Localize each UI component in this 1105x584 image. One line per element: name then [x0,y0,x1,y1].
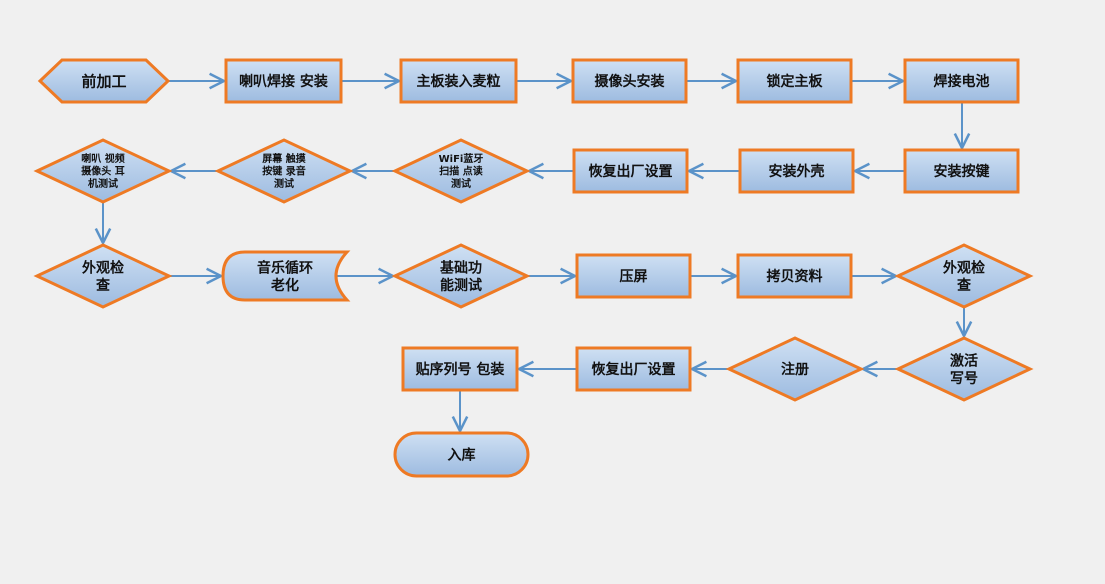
node-shape [736,58,853,104]
node-shape [736,253,853,299]
node-label: 喇叭焊接 安装 [239,73,329,90]
node-shape [399,58,518,104]
node-label: 压屏 [620,269,648,285]
node-shape [572,148,689,194]
node-shape [903,148,1020,194]
flow-node-dia: 激活写号 [894,336,1034,402]
node-label: 屏幕 触摸按键 录音测试 [261,152,305,190]
node-label: WiFi蓝牙扫描 点读测试 [439,152,484,190]
node-shape [391,243,531,309]
node-label: 拷贝资料 [767,268,823,285]
node-shape [37,58,171,104]
flow-node-rect: 焊接电池 [903,58,1020,104]
flow-node-dia: 屏幕 触摸按键 录音测试 [214,138,354,204]
flow-node-hex: 前加工 [37,58,171,104]
node-shape [33,243,173,309]
node-label: 音乐循环老化 [257,259,313,294]
node-label: 贴序列号 包装 [416,361,506,378]
flow-node-rect: 安装外壳 [738,148,855,194]
node-label: 恢复出厂设置 [592,361,676,378]
node-shape [903,58,1020,104]
node-label: 摄像头安装 [595,73,666,90]
flow-node-rect: 压屏 [575,253,692,299]
node-shape [894,243,1034,309]
node-label: 外观检查 [82,259,124,294]
node-shape [224,58,343,104]
flow-node-dia: 喇叭 视频摄像头 耳机测试 [33,138,173,204]
node-shape [575,346,692,392]
node-label: 注册 [781,361,809,378]
node-shape [391,138,531,204]
node-label: 基础功能测试 [440,259,482,294]
node-label: 主板装入麦粒 [417,73,501,90]
flow-node-rect: 主板装入麦粒 [399,58,518,104]
flow-node-dia: 基础功能测试 [391,243,531,309]
flow-node-dia: 注册 [725,336,865,402]
node-shape [214,138,354,204]
flow-node-pill: 入库 [393,431,530,478]
node-shape [738,148,855,194]
node-shape [221,250,351,302]
flow-node-rect: 摄像头安装 [571,58,688,104]
node-shape [894,336,1034,402]
flow-node-rect: 恢复出厂设置 [572,148,689,194]
node-shape [33,138,173,204]
flow-node-rect: 贴序列号 包装 [401,346,519,392]
flow-node-rect: 恢复出厂设置 [575,346,692,392]
node-shape [571,58,688,104]
node-shape [401,346,519,392]
node-shape [725,336,865,402]
node-label: 喇叭 视频摄像头 耳机测试 [81,152,124,190]
node-shape [575,253,692,299]
flow-node-rect: 安装按键 [903,148,1020,194]
flow-node-dia: 外观检查 [33,243,173,309]
flow-node-dia: 外观检查 [894,243,1034,309]
node-label: 锁定主板 [767,73,824,90]
flow-node-dia: WiFi蓝牙扫描 点读测试 [391,138,531,204]
node-label: 前加工 [81,72,126,90]
node-label: 外观检查 [943,259,985,294]
node-label: 恢复出厂设置 [589,163,673,180]
node-label: 激活写号 [950,352,978,387]
flow-node-rect: 拷贝资料 [736,253,853,299]
flow-node-tape: 音乐循环老化 [221,250,351,302]
node-label: 入库 [448,447,476,464]
node-label: 安装外壳 [769,163,825,180]
flow-node-rect: 锁定主板 [736,58,853,104]
flow-node-rect: 喇叭焊接 安装 [224,58,343,104]
node-label: 焊接电池 [934,73,990,90]
node-label: 安装按键 [934,163,991,180]
node-shape [393,431,530,478]
